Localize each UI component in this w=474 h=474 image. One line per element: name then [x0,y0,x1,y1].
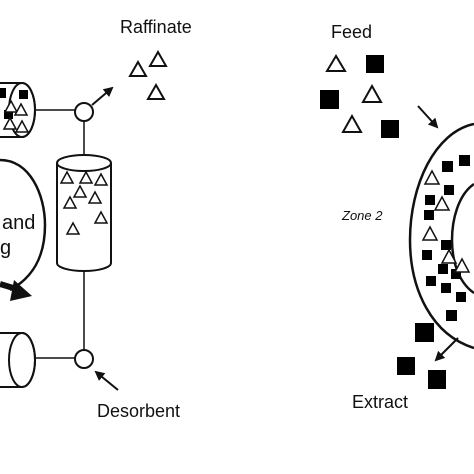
triangle-icon [325,54,347,72]
triangle-icon [2,116,18,130]
triangle-icon [453,257,471,273]
process-loop-circle [0,158,47,292]
raffinate-products [128,49,168,100]
top-left-vessel-contents [0,88,30,133]
square-icon [422,250,432,260]
triangle-icon [423,169,441,185]
desorbent-arrow [94,370,119,391]
square-icon [381,120,399,138]
square-icon [397,357,415,375]
extract-arrow [434,337,459,362]
triangle-icon [59,170,75,184]
ring-particles [421,155,471,321]
desorbent-label: Desorbent [97,401,180,421]
triangle-icon [62,195,78,209]
desorbent-valve [74,349,94,369]
triangle-icon [78,170,94,184]
feed-arrow [417,105,439,129]
raffinate-label: Raffinate [120,17,192,37]
adsorption-column [56,154,112,272]
loop-label-and: and [2,212,35,234]
triangle-icon [65,221,81,235]
raffinate-valve [74,102,94,122]
triangle-icon [72,184,88,198]
triangle-icon [87,190,103,204]
triangle-icon [13,102,29,116]
feed-mixture [320,54,399,138]
feed-label: Feed [331,22,372,42]
loop-arrow-icon [0,280,32,301]
square-icon [415,323,434,342]
triangle-icon [14,119,30,133]
square-icon [438,264,448,274]
square-icon [19,90,28,99]
square-icon [441,283,451,293]
triangle-icon [440,248,458,264]
square-icon [366,55,384,73]
square-icon [426,276,436,286]
triangle-icon [421,225,439,241]
triangle-icon [361,83,383,103]
square-icon [0,88,6,98]
square-icon [4,110,13,119]
triangle-icon [3,99,19,113]
triangle-icon [146,82,166,100]
triangle-icon [148,49,168,67]
square-icon [459,155,470,166]
triangle-icon [433,195,451,211]
square-icon [444,185,454,195]
triangle-icon [128,59,148,77]
square-icon [441,240,451,250]
extract-products [397,323,446,389]
square-icon [320,90,339,109]
zone-2-label: Zone 2 [341,208,383,223]
triangle-icon [93,172,109,186]
column-contents [59,170,109,235]
triangle-icon [93,210,109,224]
extract-label: Extract [352,392,408,412]
square-icon [446,310,457,321]
square-icon [424,210,434,220]
bottom-left-vessel [0,332,36,388]
smb-ring [408,122,474,350]
square-icon [456,292,466,302]
triangle-icon [341,113,363,133]
loop-label-g: g [0,237,11,259]
square-icon [442,161,453,172]
square-icon [451,269,461,279]
square-icon [428,370,446,389]
square-icon [425,195,435,205]
raffinate-arrow [91,86,114,106]
